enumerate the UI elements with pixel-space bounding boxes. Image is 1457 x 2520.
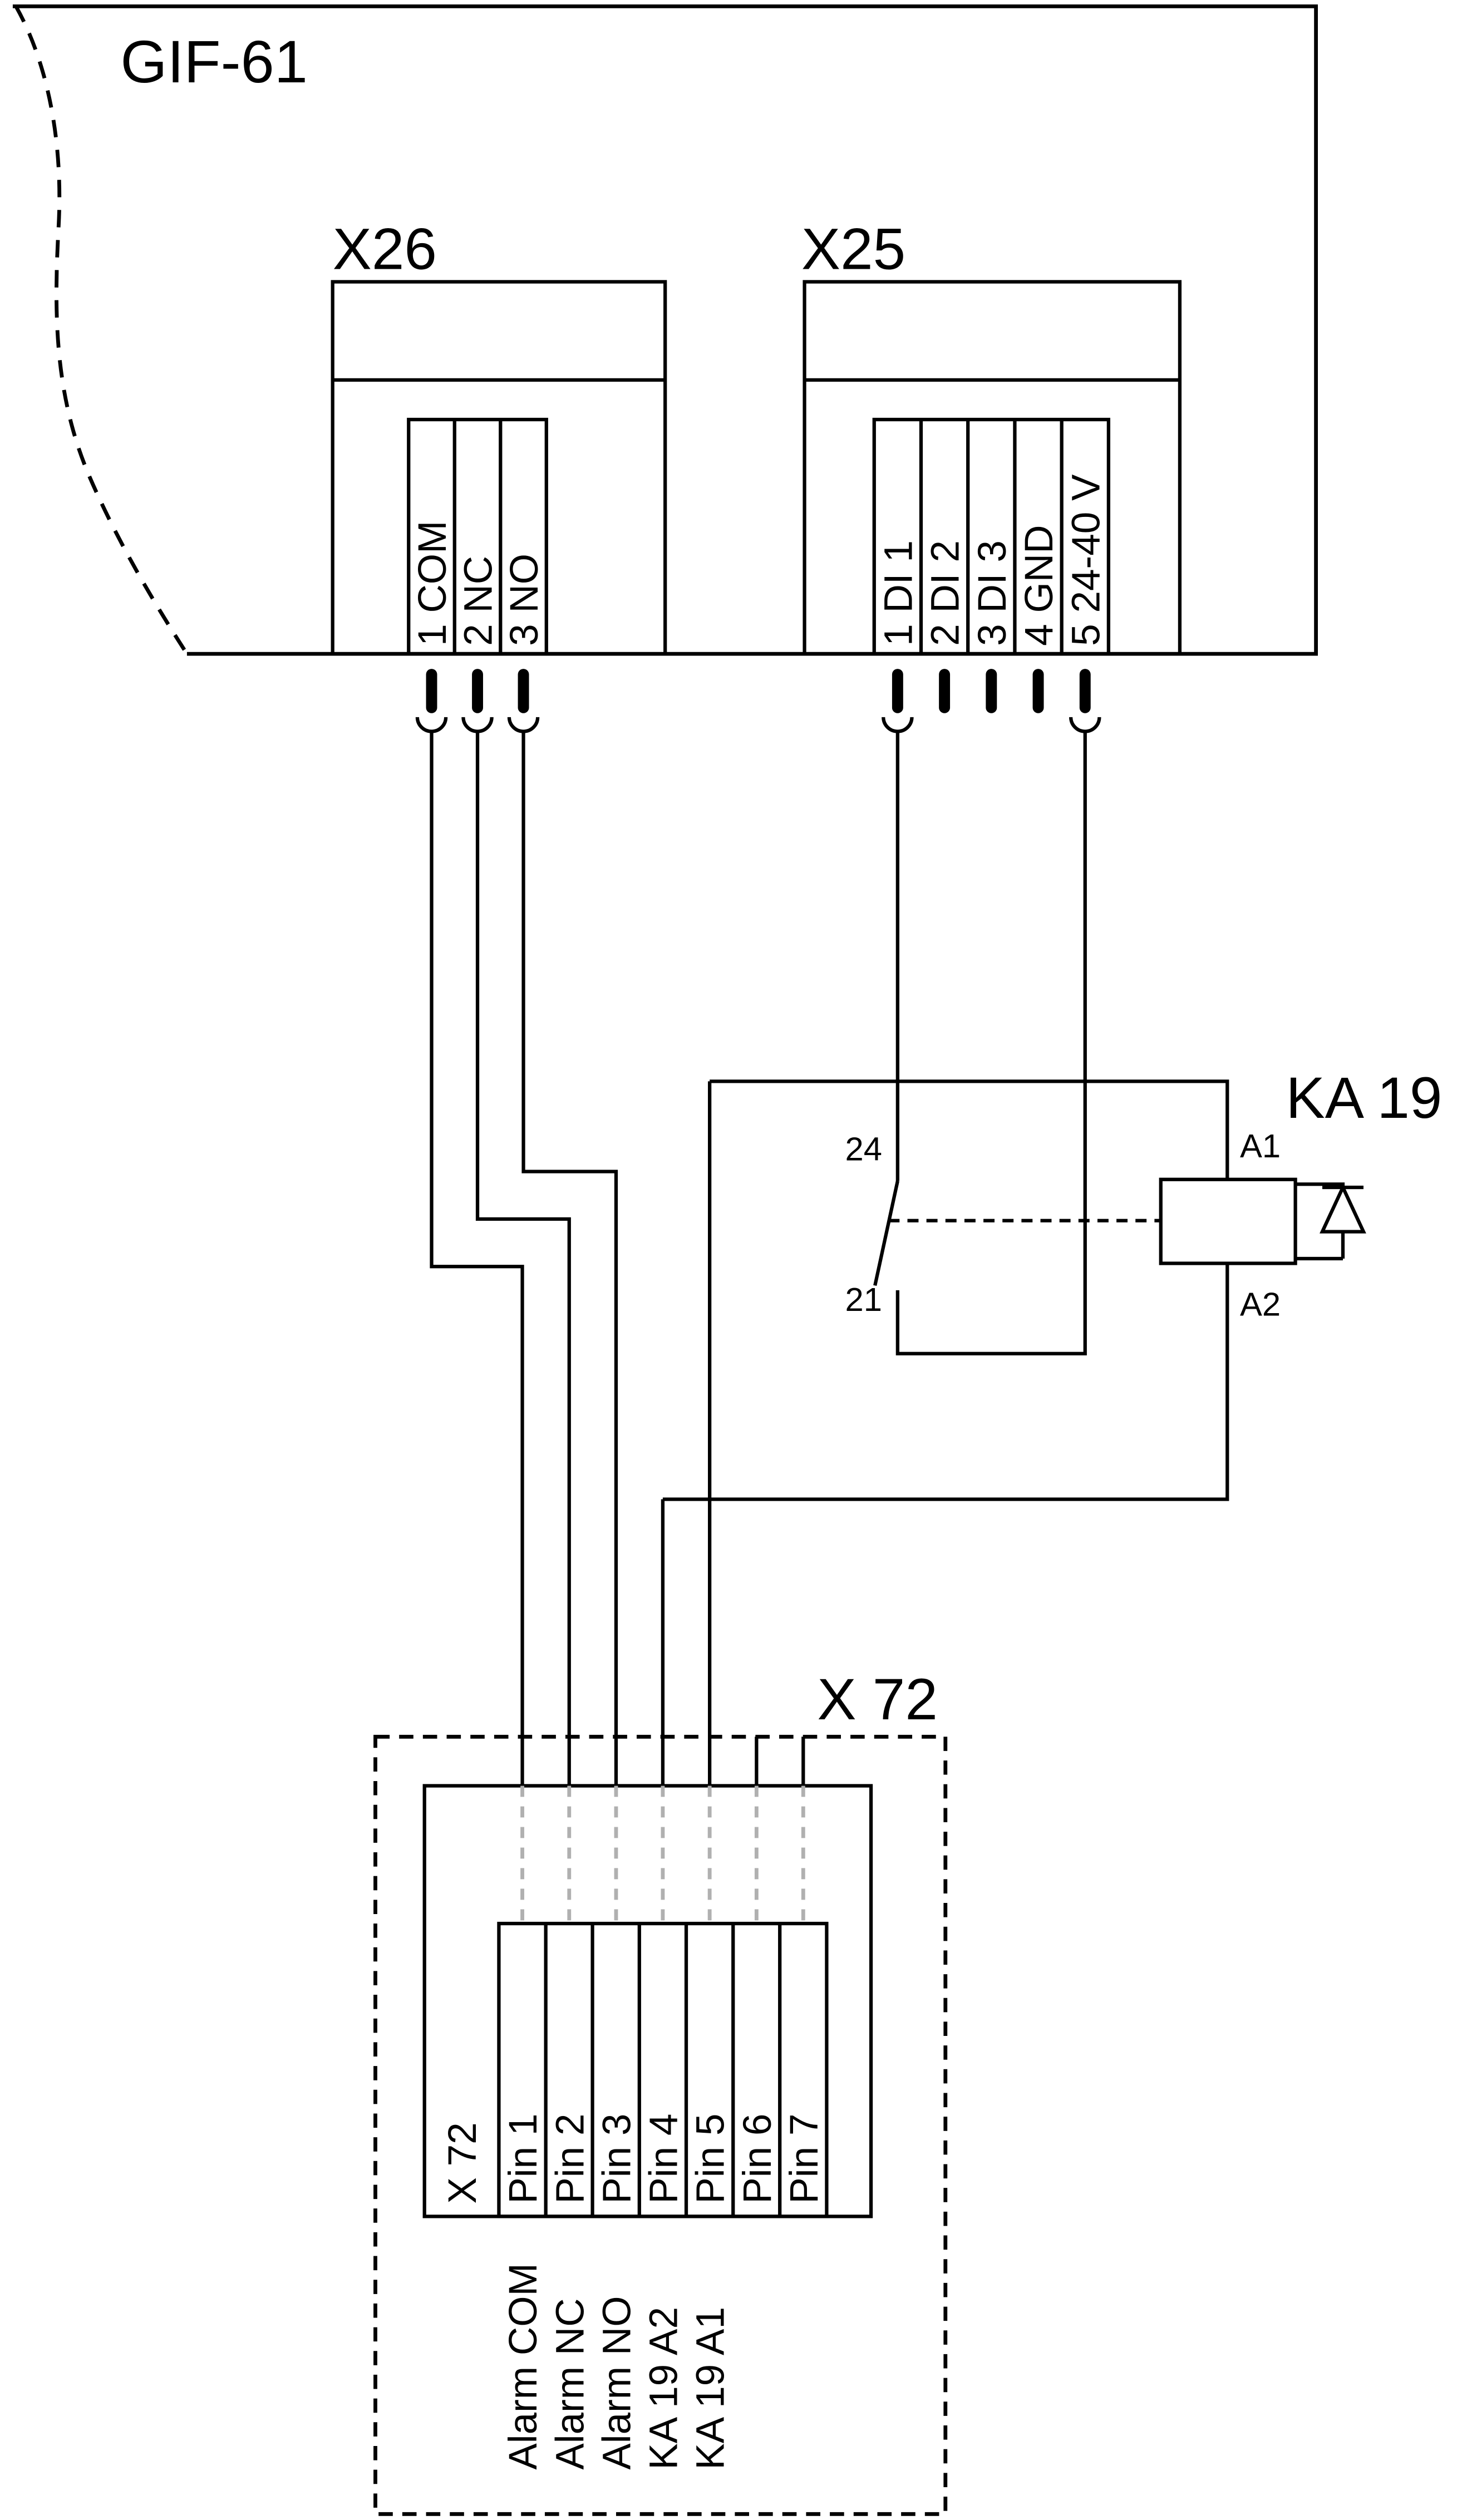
coil-terminal-a2-label: A2 (1240, 1285, 1281, 1323)
x26-terminal-dividers (452, 420, 503, 654)
socket-arc-x26-2 (461, 717, 494, 733)
x72-connector: X 72 X 72 Pin 1 Pin 2 Pin 3 Pin 4 Pin 5 … (373, 1667, 948, 2516)
x72-terminal-strip (497, 1921, 829, 2218)
x72-pin-1-label: Pin 1 (501, 2114, 545, 2204)
x26-label: X26 (333, 217, 437, 282)
x25-terminal-1-label: 1 DI 1 (877, 540, 921, 646)
x25-label: X25 (801, 217, 905, 282)
wire-alarm-no (521, 731, 618, 1786)
wire-a1-feed (710, 1079, 1229, 1180)
diode-triangle (1320, 1183, 1366, 1234)
relay-ka19: KA 19 24 21 A1 A2 (845, 1066, 1443, 1323)
x25-terminal-3-label: 3 DI 3 (971, 540, 1015, 646)
x72-signal-alarm-com: Alarm COM (501, 2263, 545, 2469)
relay-coil (1159, 1177, 1297, 1265)
relay-contact-blade (873, 1180, 899, 1286)
flyback-diode (1295, 1182, 1366, 1261)
x72-signal-alarm-no: Alarm NO (595, 2296, 639, 2469)
x26-terminal-2-label: 2 NC (457, 556, 501, 646)
x72-pin-5-label: Pin 5 (689, 2114, 733, 2204)
wire-a2-feed (662, 1263, 1229, 1501)
wire-alarm-com (430, 731, 524, 1786)
x25-terminal-2-label: 2 DI 2 (924, 540, 968, 646)
x72-signal-ka19-a1: KA 19 A1 (689, 2307, 733, 2470)
x25-connector: X25 1 DI 1 2 DI 2 3 DI 3 4 GND 5 24-40 V (801, 217, 1182, 656)
socket-arc-x26-1 (415, 717, 448, 733)
x72-title: X 72 (817, 1667, 938, 1732)
x25-terminal-5-label: 5 24-40 V (1064, 474, 1108, 646)
gif61-label: GIF-61 (120, 28, 307, 95)
x26-terminal-3-label: 3 NO (503, 554, 547, 646)
diode-bottom-lead (1295, 1231, 1345, 1261)
socket-arc-x25-5 (1069, 717, 1101, 733)
wire-alarm-nc (475, 731, 571, 1786)
x26-terminal-strip (407, 417, 548, 656)
gif61-device: GIF-61 (12, 4, 1318, 656)
ka19-label: KA 19 (1286, 1066, 1443, 1131)
x72-pin-6-label: Pin 6 (736, 2114, 780, 2204)
x25-terminal-dividers (919, 420, 1064, 654)
x72-dashed-enclosure (373, 1734, 948, 2516)
x26-terminal-1-label: 1 COM (411, 521, 455, 646)
x72-header-label: X 72 (441, 2122, 485, 2203)
contact-terminal-21-label: 21 (845, 1281, 882, 1318)
x72-signal-ka19-a2: KA 19 A2 (642, 2307, 686, 2470)
x72-internal-links (520, 1786, 805, 1924)
gif61-outline (12, 4, 1318, 656)
x25-terminal-strip (872, 417, 1110, 656)
wires (430, 731, 1229, 1786)
socket-arc-x26-3 (507, 717, 540, 733)
x72-terminal-dividers (544, 1924, 782, 2217)
wire-contact-to-supply (895, 731, 1087, 1355)
x72-pin-4-label: Pin 4 (642, 2114, 686, 2204)
x72-pin-3-label: Pin 3 (595, 2114, 639, 2204)
x25-terminal-4-label: 4 GND (1017, 525, 1061, 646)
gif61-dashed-edge (14, 5, 189, 655)
x72-pin-7-label: Pin 7 (782, 2114, 826, 2204)
connector-pins (415, 669, 1101, 733)
x72-pin-2-label: Pin 2 (548, 2114, 592, 2204)
coil-terminal-a1-label: A1 (1240, 1127, 1281, 1165)
x26-connector: X26 1 COM 2 NC 3 NO (331, 217, 667, 656)
x72-signal-alarm-nc: Alarm NC (548, 2298, 592, 2469)
socket-arc-x25-1 (882, 717, 914, 733)
contact-terminal-24-label: 24 (845, 1131, 882, 1168)
